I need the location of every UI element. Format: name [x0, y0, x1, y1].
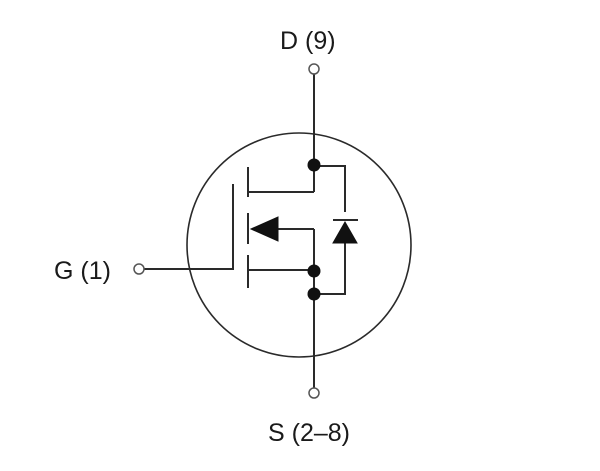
source-label: S (2–8) — [268, 419, 350, 447]
junction-dot-diode — [307, 287, 321, 301]
gate-terminal — [133, 263, 145, 275]
package-circle — [186, 132, 412, 358]
drain-terminal — [308, 63, 320, 75]
drain-label: D (9) — [280, 27, 336, 55]
gate-label: G (1) — [54, 257, 111, 285]
source-terminal — [308, 387, 320, 399]
junction-dot-source — [307, 264, 321, 278]
diode-top-wire — [314, 165, 346, 212]
diode-triangle — [332, 220, 358, 244]
diode-bottom-wire — [314, 242, 346, 295]
junction-dot-drain — [307, 158, 321, 172]
body-arrow — [249, 216, 279, 242]
